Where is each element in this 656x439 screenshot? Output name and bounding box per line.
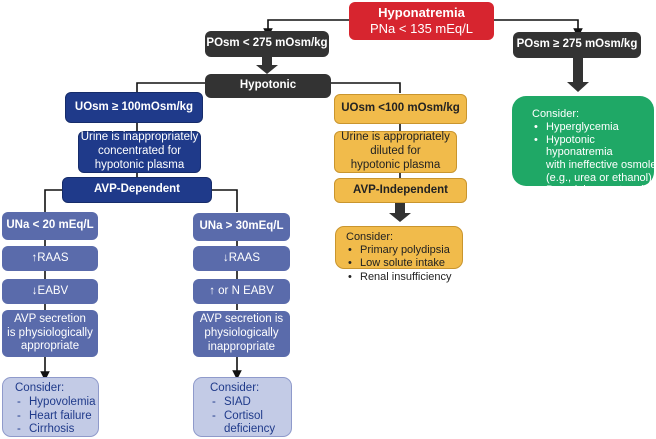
left-avp-line-2: is physiologically xyxy=(7,326,93,339)
left-una-box: UNa < 20 mEq/L xyxy=(2,212,98,240)
connector-avp-left xyxy=(44,189,62,212)
urine-concentrated-line-2: concentrated for xyxy=(97,145,182,158)
list-item: -Cirrhosis xyxy=(17,423,75,436)
urine-concentrated-box: Urine is inappropriately concentrated fo… xyxy=(78,131,201,173)
green-consider-label: Consider: xyxy=(532,108,580,120)
hyponatremia-title: Hyponatremia xyxy=(378,5,465,21)
list-item: •Pseudohyponatremia xyxy=(534,184,650,197)
left-consider-label: Consider: xyxy=(15,382,65,394)
connector-hypotonic-to-uosm-high xyxy=(136,82,205,93)
left-eabv-box: ↓EABV xyxy=(2,279,98,304)
urine-diluted-line-1: Urine is appropriately xyxy=(341,131,450,144)
list-item: -Heart failure xyxy=(17,409,92,422)
mid-eabv-box: ↑ or N EABV xyxy=(193,279,290,304)
list-item: •Primary polydipsia xyxy=(348,244,450,257)
list-item: -Hypovolemia xyxy=(17,395,96,408)
avp-dependent-box: AVP-Dependent xyxy=(62,177,212,203)
mid-avp-line-2: physiologically xyxy=(204,327,279,340)
urine-diluted-box: Urine is appropriately diluted for hypot… xyxy=(334,131,457,173)
posm-low-box: POsm < 275 mOsm/kg xyxy=(205,31,329,57)
list-item: -SIAD xyxy=(212,395,251,408)
mid-avp-line-1: AVP secretion is xyxy=(199,313,284,326)
block-arrow-avp-indep-to-consider xyxy=(389,203,411,222)
connector-title-to-posm-low xyxy=(263,19,349,38)
uosm-high-box: UOsm ≥ 100mOsm/kg xyxy=(65,92,203,123)
mid-avp-box: AVP secretion is physiologically inappro… xyxy=(193,311,290,357)
hyponatremia-criterion: PNa < 135 mEq/L xyxy=(370,21,473,36)
block-arrow-posm-high-to-green xyxy=(567,58,589,92)
connector-hypotonic-to-uosm-low xyxy=(330,82,401,93)
hypotonic-box: Hypotonic xyxy=(205,74,331,98)
list-item: •Hyperglycemia xyxy=(534,121,619,134)
hyponatremia-box: Hyponatremia PNa < 135 mEq/L xyxy=(349,2,494,40)
urine-concentrated-line-3: hypotonic plasma xyxy=(94,158,185,171)
left-avp-line-3: appropriate xyxy=(20,340,80,353)
urine-concentrated-line-1: Urine is inappropriately xyxy=(80,131,199,144)
gold-consider-box: Consider: •Primary polydipsia •Low solut… xyxy=(335,226,463,283)
urine-diluted-line-2: diluted for xyxy=(370,145,421,158)
uosm-low-box: UOsm <100 mOsm/kg xyxy=(334,94,467,124)
connector-title-to-posm-high xyxy=(494,19,583,38)
mid-consider-label: Consider: xyxy=(210,382,260,394)
left-consider-box: Consider: -Hypovolemia -Heart failure -C… xyxy=(2,377,99,437)
mid-avp-line-3: inappropriate xyxy=(207,340,276,353)
block-arrow-posm-to-hypotonic xyxy=(256,57,278,74)
list-item: •Low solute intake xyxy=(348,257,445,270)
list-item: •Renal insufficiency xyxy=(348,270,452,283)
urine-diluted-line-3: hypotonic plasma xyxy=(350,158,441,171)
left-raas-box: ↑RAAS xyxy=(2,246,98,271)
mid-raas-box: ↓RAAS xyxy=(193,246,290,271)
gold-consider-label: Consider: xyxy=(346,231,394,243)
avp-independent-box: AVP-Independent xyxy=(334,178,467,203)
connector-avp-right xyxy=(210,189,238,212)
posm-high-box: POsm ≥ 275 mOsm/kg xyxy=(513,32,641,58)
left-avp-box: AVP secretion is physiologically appropr… xyxy=(2,310,98,357)
left-avp-line-1: AVP secretion xyxy=(14,312,86,325)
mid-una-box: UNa > 30mEq/L xyxy=(193,213,290,241)
